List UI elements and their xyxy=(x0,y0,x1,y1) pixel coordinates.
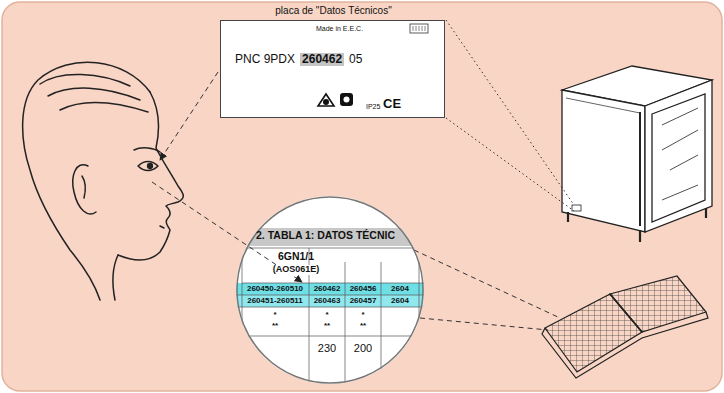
table-cell: ** xyxy=(360,322,366,331)
plate-ip-rating: IP25 xyxy=(366,103,380,111)
plate-pnc: PNC 9PDX xyxy=(235,53,295,66)
plate-heading: placa de "Datos Técnicos" xyxy=(275,5,391,16)
plate-box-lines xyxy=(413,26,425,31)
table-cell: 2604 xyxy=(391,285,409,294)
plate-pnc-suffix: 05 xyxy=(349,53,362,66)
table-heading: 2. TABLA 1: DATOS TÉCNIC xyxy=(256,230,395,242)
face xyxy=(23,62,184,300)
plate-ce-mark: CE xyxy=(383,97,401,111)
table-cell: 260463 xyxy=(314,297,341,306)
plate-icons xyxy=(318,93,353,106)
plate-box xyxy=(410,24,428,33)
table-cell: 260456 xyxy=(350,285,377,294)
table-model-code: (AOS061E) xyxy=(271,265,322,275)
table-cell: 2604 xyxy=(391,297,409,306)
plate-pnc-code: 260462 xyxy=(300,53,344,66)
table-cell: 260462 xyxy=(314,285,341,294)
leader-lines xyxy=(152,20,574,330)
dotted-line xyxy=(446,20,574,205)
table-cell: 230 xyxy=(318,342,336,354)
plate-origin: Made in E.E.C. xyxy=(316,25,363,33)
table-cell: * xyxy=(361,311,364,320)
magnifier-fill xyxy=(236,196,424,384)
data-plate: placa de "Datos Técnicos"Made in E.E.C.P… xyxy=(220,20,445,118)
table-grid xyxy=(230,228,430,390)
table-cell: * xyxy=(273,311,276,320)
dotted-line xyxy=(446,118,574,211)
book-line xyxy=(420,318,548,330)
table-cell: * xyxy=(325,311,328,320)
sight-arrow-plate xyxy=(160,72,218,160)
book xyxy=(542,276,708,378)
table-cell: 260451-260511 xyxy=(247,297,303,306)
oven xyxy=(562,66,712,242)
book-line xyxy=(414,250,560,318)
table-cell: 260450-260510 xyxy=(247,285,303,294)
table-cell: 200 xyxy=(354,342,372,354)
table-cell: 260457 xyxy=(350,297,377,306)
magnifier-ring xyxy=(237,197,423,383)
table-model: 6GN1/1 xyxy=(278,251,314,263)
plate-fill xyxy=(220,20,445,118)
table-cell: ** xyxy=(272,322,278,331)
table-cell: ** xyxy=(324,322,330,331)
